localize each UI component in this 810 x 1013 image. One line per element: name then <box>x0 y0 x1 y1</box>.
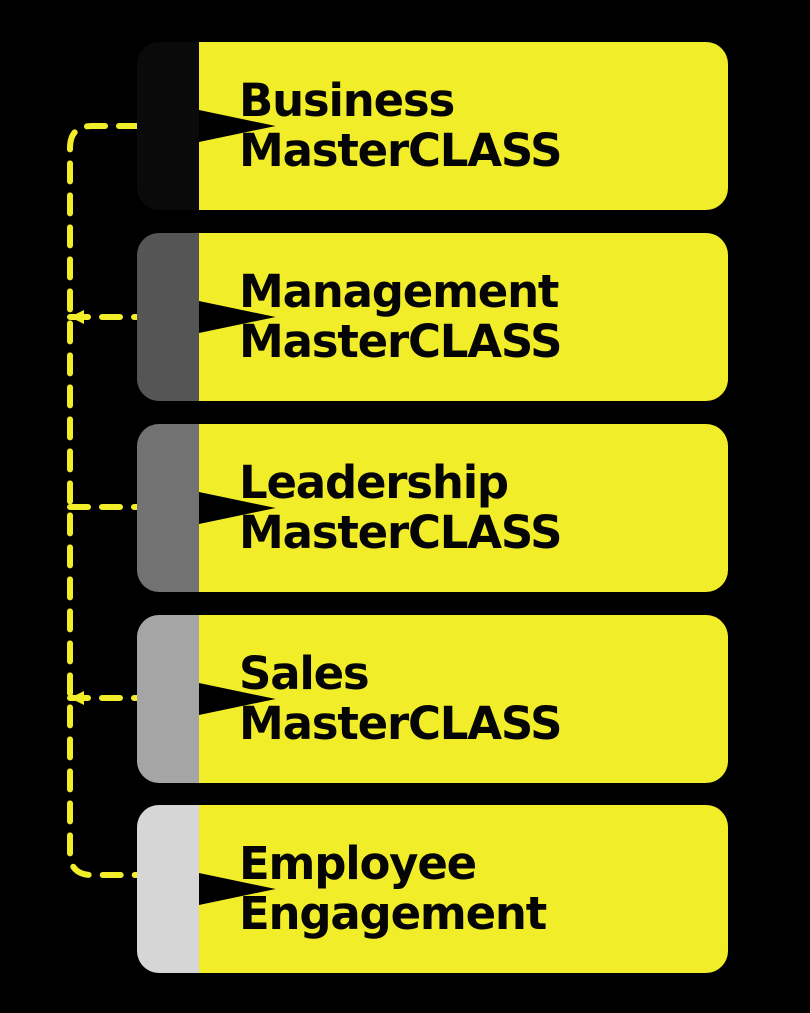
banner-label-line2: MasterCLASS <box>239 506 562 559</box>
stub-employee-engagement <box>137 805 199 973</box>
banner-label-line1: Leadership <box>239 455 509 509</box>
stub-management <box>137 233 199 401</box>
banner-row[interactable]: Management MasterCLASS <box>137 233 728 401</box>
stub-business <box>137 42 199 210</box>
banner-label-line1: Management <box>239 264 559 318</box>
banner-panel <box>199 805 728 973</box>
banner-panel <box>199 615 728 783</box>
banner-label: Leadership MasterCLASS <box>239 424 659 592</box>
banner-panel <box>199 424 728 592</box>
banner-label-line1: Sales <box>239 646 370 700</box>
banner-label-line2: MasterCLASS <box>239 697 562 750</box>
stub-leadership <box>137 424 199 592</box>
connector-arrowhead-2 <box>70 310 84 324</box>
banner-label-line2: MasterCLASS <box>239 315 562 368</box>
banner-label-line2: MasterCLASS <box>239 124 562 177</box>
banner-label-line1: Employee <box>239 836 477 890</box>
stub-sales <box>137 615 199 783</box>
banner-panel <box>199 233 728 401</box>
banner-label-line1: Business <box>239 73 455 127</box>
banner-label: Management MasterCLASS <box>239 233 659 401</box>
banner-label: Employee Engagement <box>239 805 659 973</box>
banner-row[interactable]: Sales MasterCLASS <box>137 615 728 783</box>
banner-label-line2: Engagement <box>239 887 547 940</box>
banner-panel <box>199 42 728 210</box>
banner-row[interactable]: Leadership MasterCLASS <box>137 424 728 592</box>
banner-label: Business MasterCLASS <box>239 42 659 210</box>
banner-row[interactable]: Employee Engagement <box>137 805 728 973</box>
banner-label: Sales MasterCLASS <box>239 615 659 783</box>
connector-arrowhead-4 <box>70 691 84 705</box>
banner-row[interactable]: Business MasterCLASS <box>137 42 728 210</box>
connector-spine <box>67 123 140 878</box>
